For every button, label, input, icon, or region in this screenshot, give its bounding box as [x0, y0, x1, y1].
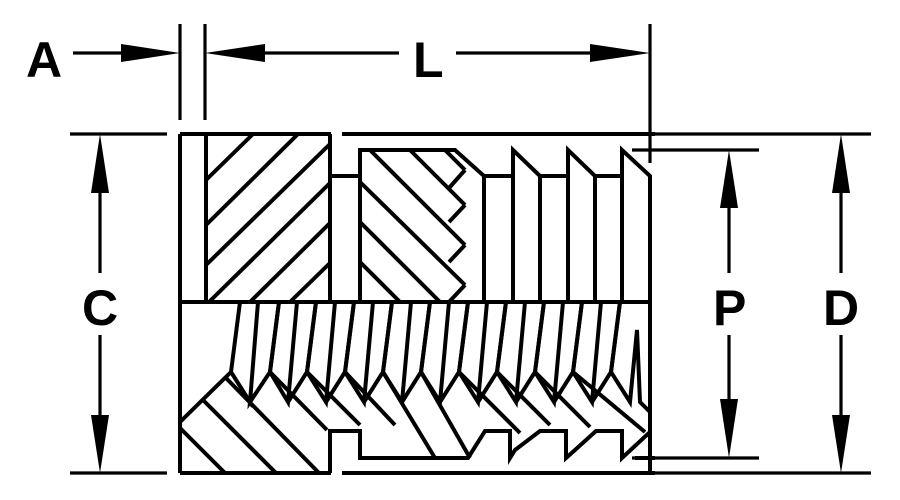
arrow-left-icon	[205, 44, 265, 62]
dimension-d: D	[655, 132, 871, 475]
dimension-label-c: C	[82, 280, 118, 336]
dimension-label-d: D	[823, 280, 859, 336]
dimension-label-l: L	[413, 32, 444, 88]
arrow-up-icon	[720, 150, 738, 208]
dimension-label-a: A	[26, 32, 62, 88]
ribs-upper	[484, 145, 652, 473]
insert-body	[178, 132, 655, 475]
ribs-lower	[328, 429, 655, 473]
arrow-down-icon	[720, 399, 738, 458]
hatch-upper-left	[204, 132, 332, 304]
arrow-right-icon	[121, 44, 180, 62]
dimension-c: C	[70, 132, 167, 475]
arrow-down-icon	[91, 415, 109, 473]
arrow-up-icon	[832, 134, 850, 193]
hatch-knurl-upper	[358, 148, 467, 304]
hatch-lower-left	[178, 370, 647, 475]
arrow-down-icon	[832, 415, 850, 473]
dimension-a: A	[26, 24, 207, 120]
dimension-label-p: P	[713, 280, 746, 336]
dimension-l: L	[205, 24, 652, 163]
arrow-right-icon	[590, 44, 650, 62]
arrow-up-icon	[91, 134, 109, 193]
